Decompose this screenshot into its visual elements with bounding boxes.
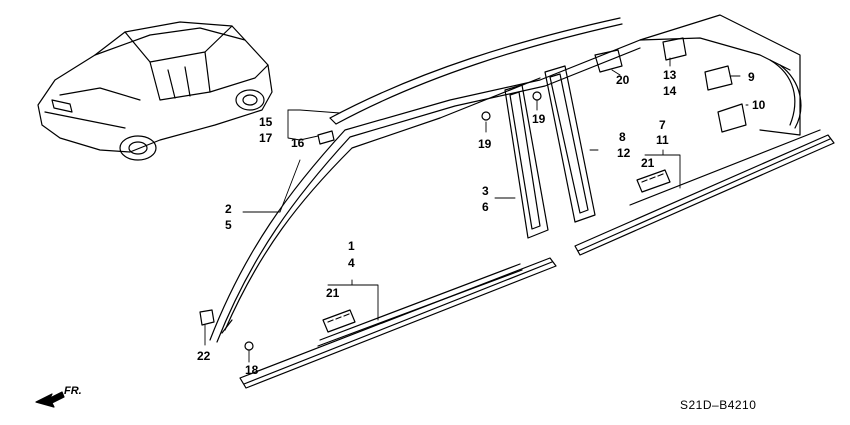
callout-21-b: 21 bbox=[641, 156, 655, 170]
leader-lines bbox=[204, 57, 749, 363]
roof-molding bbox=[329, 17, 623, 125]
front-direction-arrow bbox=[35, 391, 65, 408]
callout-9: 9 bbox=[748, 70, 755, 84]
fasteners bbox=[199, 37, 747, 351]
callout-21-a: 21 bbox=[326, 286, 340, 300]
callout-15: 15 bbox=[259, 115, 273, 129]
callout-8: 8 bbox=[619, 130, 626, 144]
callout-2: 2 bbox=[225, 202, 232, 216]
callout-20: 20 bbox=[616, 73, 630, 87]
callout-19-a: 19 bbox=[478, 137, 492, 151]
callout-19-b: 19 bbox=[532, 112, 546, 126]
sedan-illustration bbox=[37, 21, 273, 161]
diagram-code: S21D–B4210 bbox=[680, 398, 757, 412]
front-door-molding bbox=[239, 257, 557, 389]
callout-10: 10 bbox=[752, 98, 766, 112]
callout-14: 14 bbox=[663, 84, 677, 98]
callout-1: 1 bbox=[348, 239, 355, 253]
direction-label: FR. bbox=[64, 385, 82, 397]
callout-11: 11 bbox=[656, 133, 669, 147]
callout-22: 22 bbox=[197, 349, 211, 363]
callout-4: 4 bbox=[348, 256, 355, 270]
callout-7: 7 bbox=[659, 118, 666, 132]
callout-18: 18 bbox=[245, 363, 259, 377]
callout-17: 17 bbox=[259, 131, 273, 145]
callout-6: 6 bbox=[482, 200, 489, 214]
callout-5: 5 bbox=[225, 218, 232, 232]
callout-16: 16 bbox=[291, 136, 305, 150]
pillar-garnish-rear bbox=[544, 65, 596, 223]
callout-12: 12 bbox=[617, 146, 631, 160]
clip-assembly-front bbox=[322, 309, 356, 333]
rear-door-molding bbox=[574, 129, 835, 256]
callout-3: 3 bbox=[482, 184, 489, 198]
pillar-garnish-front bbox=[504, 84, 549, 239]
callout-13: 13 bbox=[663, 68, 677, 82]
door-sash-frame bbox=[209, 14, 802, 343]
clip-assembly-rear bbox=[636, 169, 671, 193]
